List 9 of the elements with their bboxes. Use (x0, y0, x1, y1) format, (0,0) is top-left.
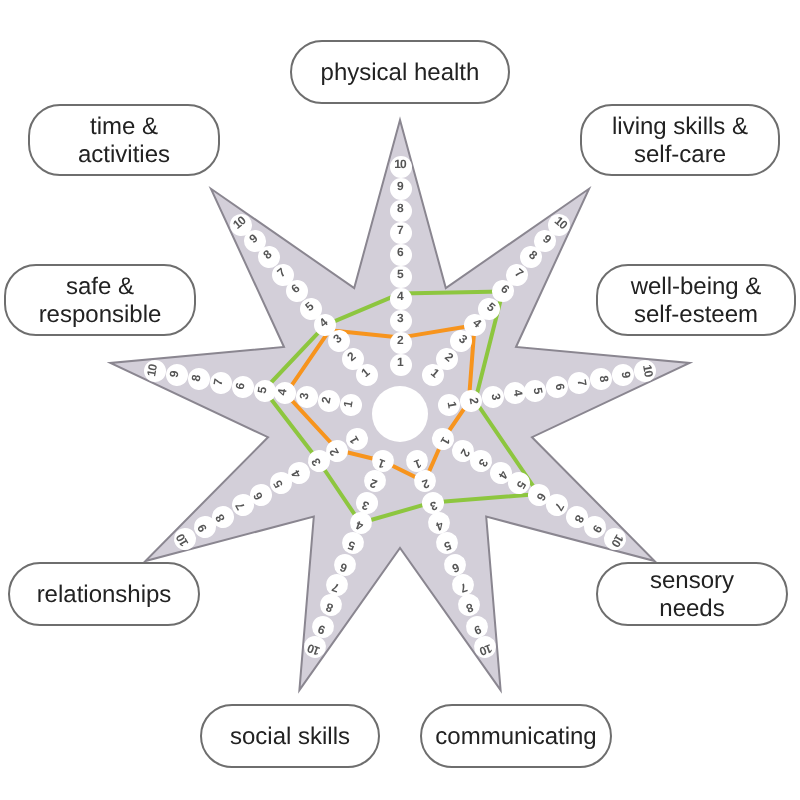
category-label: social skills (200, 704, 380, 768)
category-label: sensory needs (596, 562, 788, 626)
category-label: communicating (420, 704, 612, 768)
category-label: relationships (8, 562, 200, 626)
category-label: living skills & self-care (580, 104, 780, 176)
category-label: well-being & self-esteem (596, 264, 796, 336)
category-label: safe & responsible (4, 264, 196, 336)
category-label: time & activities (28, 104, 220, 176)
category-label: physical health (290, 40, 510, 104)
